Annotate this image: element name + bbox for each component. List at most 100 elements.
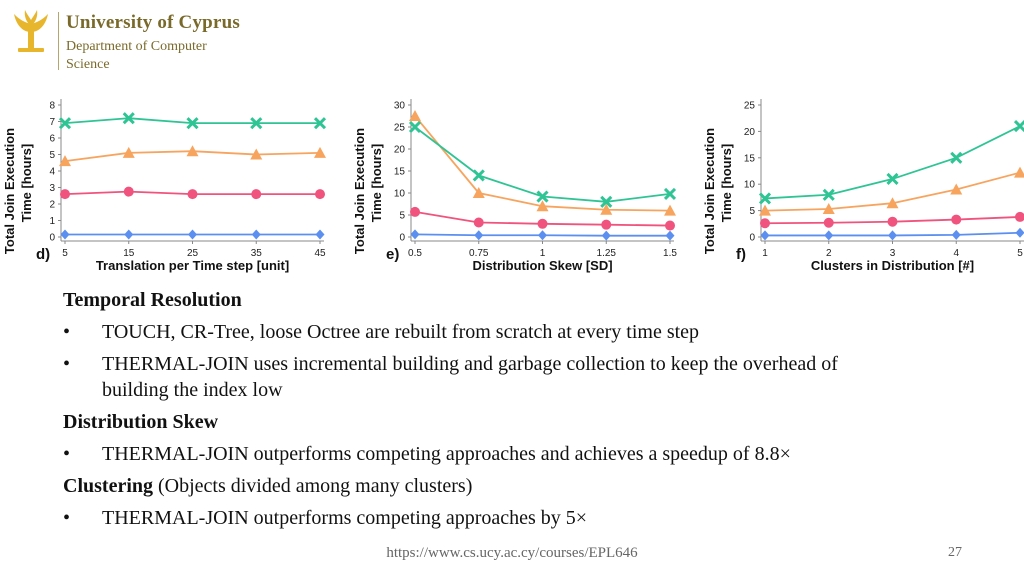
y-tick-label: 30 [394,101,406,112]
data-point-circle-marker [60,189,70,200]
data-point-x-marker [408,120,422,134]
data-point-triangle-marker [1014,166,1024,178]
y-tick-label: 8 [49,101,55,112]
data-point-circle-marker [315,189,325,200]
bullet-item: • TOUCH, CR-Tree, loose Octree are rebui… [63,316,1003,348]
data-point-circle-marker [823,217,834,228]
heading-temporal-resolution: Temporal Resolution [63,289,242,311]
data-point-diamond-marker [60,229,70,240]
x-tick-label: 35 [251,248,263,259]
bullet-text: THERMAL-JOIN outperforms competing appro… [102,443,791,465]
data-point-triangle-marker [472,187,485,198]
x-tick-label: 3 [890,248,896,259]
y-axis-title: Time [hours] [369,144,384,223]
x-tick-label: 1.25 [597,248,617,259]
data-point-circle-marker [123,186,134,197]
x-axis-title: Clusters in Distribution [#] [811,258,974,273]
x-tick-label: 5 [1017,248,1023,259]
x-tick-label: 4 [953,248,959,259]
slide-content: Temporal Resolution • TOUCH, CR-Tree, lo… [63,284,1003,534]
data-point-diamond-marker [188,229,197,240]
data-point-x-marker [758,192,772,205]
y-tick-label: 7 [49,117,55,128]
x-tick-label: 0.75 [469,248,489,259]
data-point-x-marker [663,187,677,200]
data-point-diamond-marker [251,229,261,240]
data-point-diamond-marker [1015,227,1024,238]
y-tick-label: 0 [749,233,755,244]
y-tick-label: 25 [744,101,756,112]
data-point-circle-marker [251,189,262,200]
bullet-text: THERMAL-JOIN uses incremental building a… [102,353,838,375]
data-point-triangle-marker [536,200,549,212]
y-tick-label: 0 [399,233,405,244]
data-point-circle-marker [410,206,420,217]
y-tick-label: 4 [49,167,55,178]
data-point-triangle-marker [600,203,613,215]
data-point-diamond-marker [951,229,961,240]
bullet-icon: • [63,507,71,529]
footer-url: https://www.cs.ucy.ac.cy/courses/EPL646 [386,545,638,561]
data-point-diamond-marker [888,230,897,241]
data-point-triangle-marker [950,183,963,195]
x-axis-title: Distribution Skew [SD] [472,258,612,273]
data-point-triangle-marker [886,197,899,209]
data-point-circle-marker [187,189,198,200]
bullet-item: • THERMAL-JOIN uses incremental building… [63,351,1003,377]
y-tick-label: 0 [49,233,55,244]
heading-distribution-skew: Distribution Skew [63,411,219,433]
y-axis-title: Total Join Execution [2,128,17,254]
data-point-x-marker [950,151,963,164]
university-name: University of Cyprus [66,12,240,33]
y-tick-label: 15 [394,167,406,178]
bullet-icon: • [63,353,71,375]
data-point-x-marker [186,117,199,130]
y-axis-title: Total Join Execution [702,128,717,254]
heading-clustering-note: (Objects divided among many clusters) [153,475,473,497]
department-line-1: Department of Computer [66,39,207,54]
x-tick-label: 15 [123,248,135,259]
x-tick-label: 1 [762,248,768,259]
data-point-x-marker [600,195,613,208]
y-tick-label: 2 [49,200,55,211]
data-point-circle-marker [601,219,612,230]
x-tick-label: 45 [314,248,326,259]
x-tick-label: 2 [826,248,832,259]
data-point-triangle-marker [314,146,326,158]
data-point-triangle-marker [122,146,135,158]
bullet-item: • THERMAL-JOIN outperforms competing app… [63,502,1003,534]
data-point-x-marker [1013,120,1024,133]
data-point-x-marker [536,190,549,203]
series-line [764,125,1021,200]
data-point-diamond-marker [474,230,484,241]
y-tick-label: 6 [49,134,55,145]
y-tick-label: 10 [744,180,756,191]
bullet-text: TOUCH, CR-Tree, loose Octree are rebuilt… [102,321,700,343]
y-tick-label: 5 [399,211,405,222]
y-tick-label: 15 [744,153,756,164]
y-tick-label: 25 [394,123,406,134]
data-point-circle-marker [760,218,770,229]
data-point-circle-marker [1015,211,1024,222]
y-axis-title: Total Join Execution [352,128,367,254]
data-point-circle-marker [951,214,962,225]
data-point-triangle-marker [759,204,771,216]
y-tick-label: 10 [394,189,406,200]
series-line [414,126,671,203]
department-line-2: Science [66,57,110,72]
header-divider [58,12,59,70]
y-tick-label: 20 [394,145,406,156]
data-point-diamond-marker [601,230,611,241]
department-name: Department of Computer Science [66,38,236,74]
bullet-text: building the index low [102,379,283,401]
data-point-triangle-marker [664,204,676,216]
y-tick-label: 5 [49,150,55,161]
data-point-circle-marker [665,220,675,231]
panel-label: d) [36,246,50,263]
data-point-x-marker [472,169,485,182]
y-tick-label: 5 [749,206,755,217]
page-number: 27 [948,545,962,560]
data-point-diamond-marker [410,229,420,240]
